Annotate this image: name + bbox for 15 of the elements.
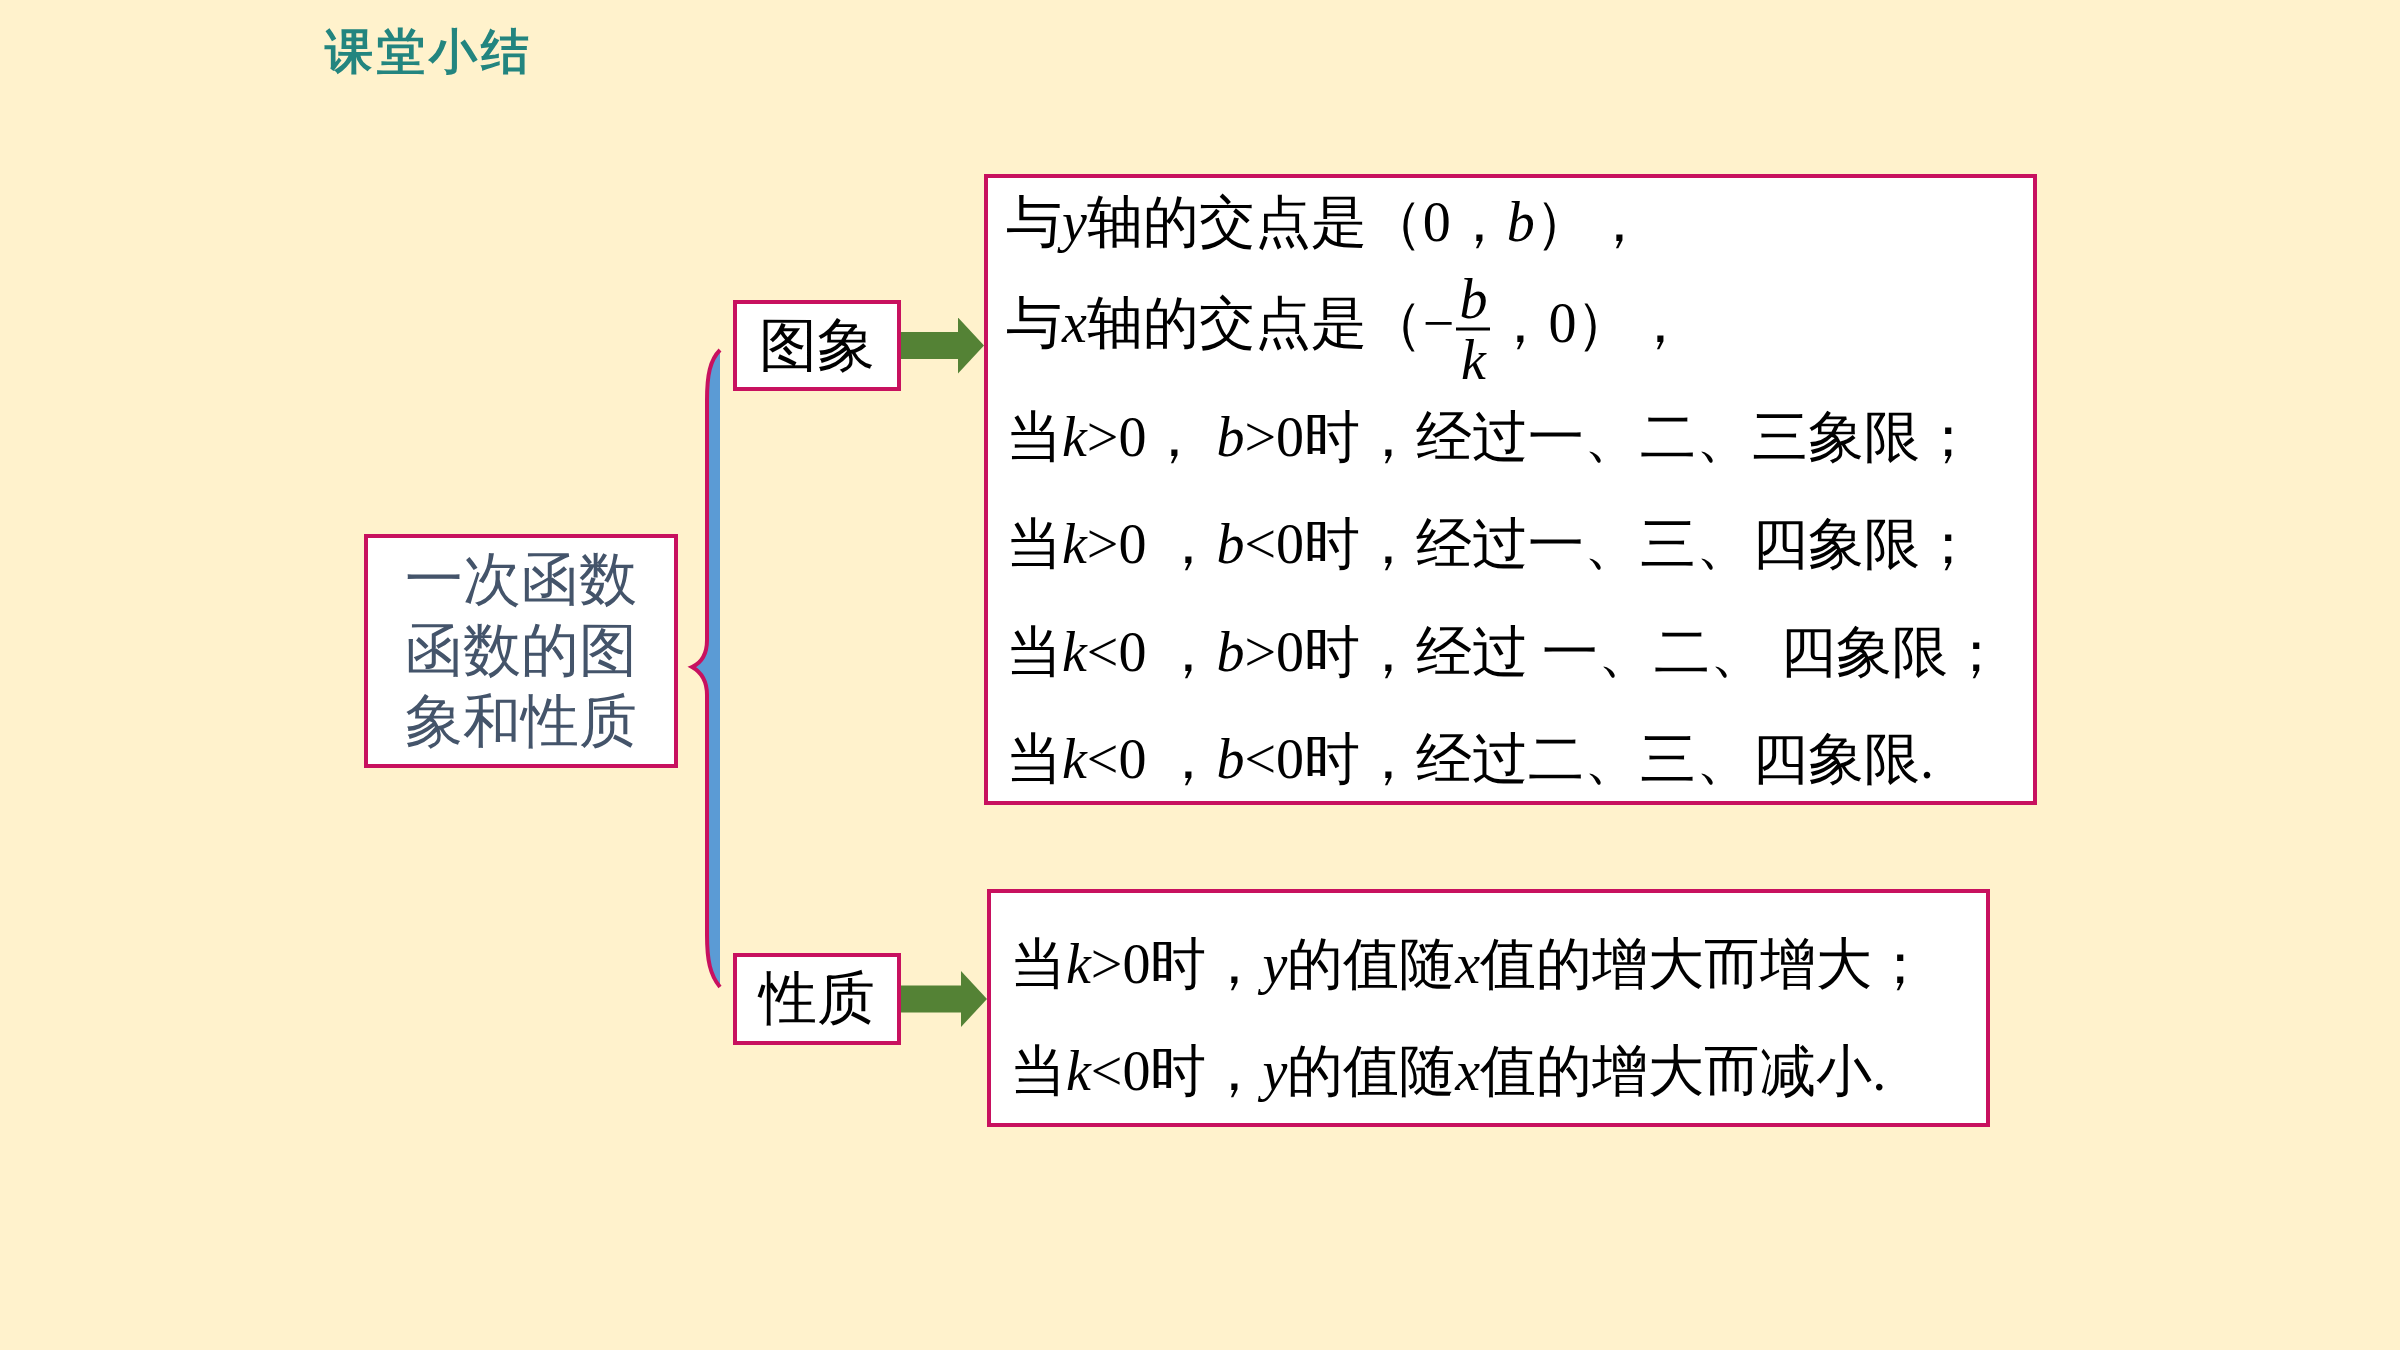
arrow — [901, 317, 984, 374]
text-line: 当k<0 ，b>0时，经过 一、二、 四象限； — [1006, 619, 2005, 685]
text-line: 当k<0时，y的值随x值的增大而减小. — [1010, 1039, 1887, 1104]
slide-title: 课堂小结 — [325, 25, 533, 77]
text-line: 当k>0时，y的值随x值的增大而增大； — [1010, 932, 1929, 997]
arrow — [901, 971, 987, 1027]
text-line: 与y轴的交点是（0，b）， — [1006, 190, 1647, 255]
text-line: 当k>0， b>0时，经过一、二、三象限； — [1006, 404, 1977, 470]
text-line: 当k>0 ，b<0时，经过一、三、四象限； — [1006, 512, 1977, 578]
info-box — [987, 889, 1990, 1127]
topic-box: 一次函数函数的图象和性质 — [364, 534, 678, 768]
text-line: 当k<0 ，b<0时，经过二、三、四象限. — [1006, 727, 1935, 792]
label-box: 性质 — [733, 953, 901, 1045]
info-box — [984, 174, 2037, 805]
label-box: 图象 — [733, 300, 901, 391]
